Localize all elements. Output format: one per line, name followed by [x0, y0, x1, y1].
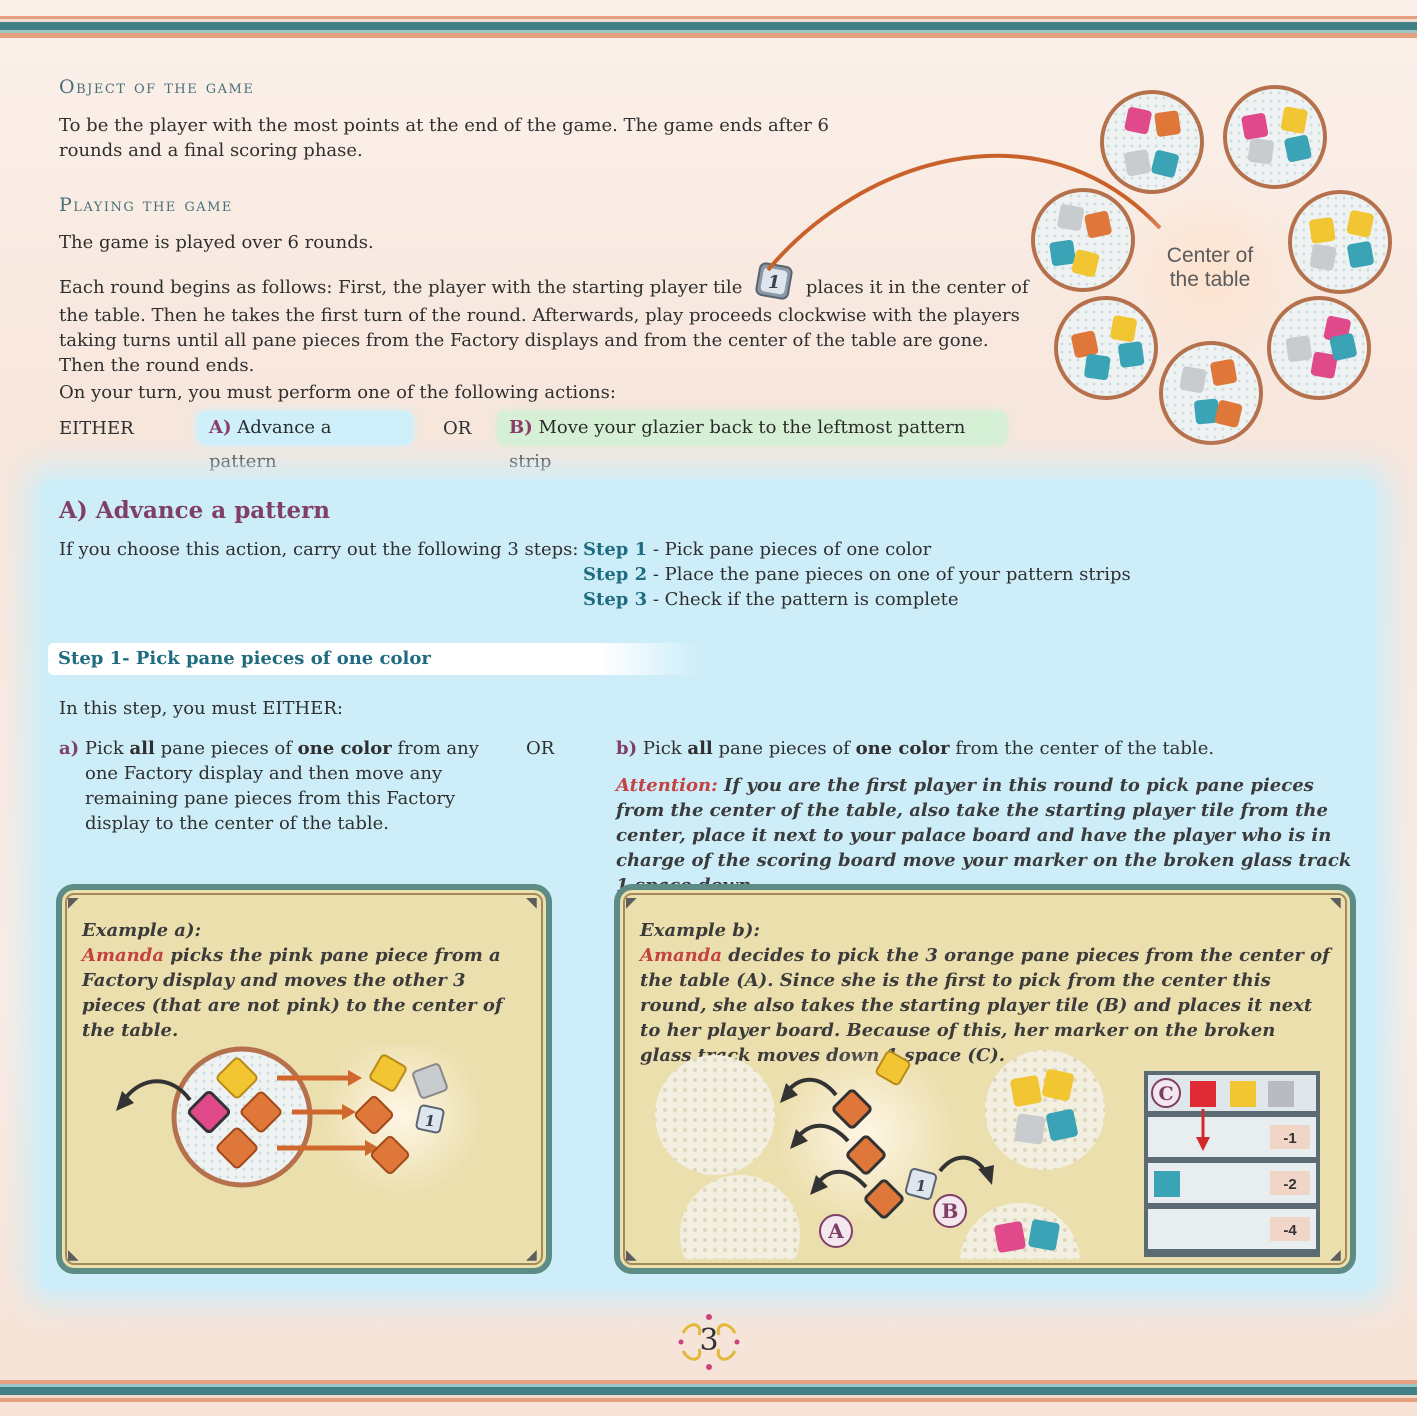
- corner-ornament-icon: ◣: [626, 1247, 637, 1263]
- factory-display-1: [1100, 90, 1204, 194]
- corner-ornament-icon: ◢: [1330, 1247, 1341, 1263]
- track-value-2: -2: [1283, 1176, 1296, 1193]
- marker-c: C: [1158, 1083, 1173, 1105]
- example-b-player-name: Amanda: [640, 945, 723, 966]
- corner-ornament-icon: ◤: [68, 895, 79, 911]
- option-b-label: B): [509, 417, 533, 438]
- playing-p2-post: places it in the center of the table. Th…: [59, 277, 1029, 351]
- factory-display-3: [1031, 188, 1135, 292]
- factory-display-2: [1223, 85, 1327, 189]
- track-value-3: -4: [1283, 1222, 1297, 1239]
- object-text: To be the player with the most points at…: [59, 115, 830, 161]
- example-a-text: Example a): Amanda picks the pink pane p…: [82, 918, 532, 1043]
- playing-p2-pre: Each round begins as follows: First, the…: [59, 277, 743, 298]
- svg-text:1: 1: [916, 1177, 926, 1195]
- steps-list: Step 1 - Pick pane pieces of one color S…: [583, 537, 1131, 612]
- step1-bar: Step 1- Pick pane pieces of one color: [48, 643, 698, 675]
- factory-display-4: [1288, 190, 1392, 294]
- corner-ornament-icon: ◥: [526, 895, 537, 911]
- object-heading: Object of the game: [59, 76, 255, 98]
- example-a-box: ◤ ◥ ◣ ◢ Example a): Amanda picks the pin…: [56, 884, 552, 1274]
- factory-display-6: [1267, 296, 1371, 400]
- step-item-1: Step 1 - Pick pane pieces of one color: [583, 539, 932, 560]
- must-text: In this step, you must EITHER:: [59, 698, 343, 719]
- example-b-title: Example b):: [640, 920, 761, 941]
- corner-ornament-icon: ◤: [626, 895, 637, 911]
- example-a-illustration: 1: [116, 1045, 482, 1195]
- marker-a: A: [827, 1219, 844, 1243]
- factory-displays-illustration: Center of the table: [766, 85, 1392, 445]
- step1-bar-label: Step 1- Pick pane pieces of one color: [58, 648, 431, 669]
- factory-display-5: [1054, 296, 1158, 400]
- starting-player-tile-icon: 1: [752, 262, 796, 303]
- page-number-ornament: 3: [677, 1313, 741, 1371]
- factory-display: [171, 1046, 313, 1188]
- center-label-2: the table: [1170, 268, 1251, 291]
- option-b-pill: B) Move your glazier back to the leftmos…: [497, 411, 1007, 472]
- step-item-2: Step 2 - Place the pane pieces on one of…: [583, 564, 1131, 585]
- option-a-paragraph: a) Pick all pane pieces of one color fro…: [59, 738, 479, 834]
- step-item-3: Step 3 - Check if the pattern is complet…: [583, 589, 959, 610]
- center-glow: [1115, 180, 1305, 370]
- example-b-text: Example b): Amanda decides to pick the 3…: [640, 920, 1330, 1066]
- pink-piece: [187, 1090, 231, 1134]
- example-b-box: ◤ ◥ ◣ ◢ Example b): Amanda decides to pi…: [614, 884, 1356, 1274]
- playing-p3: On your turn, you must perform one of th…: [59, 382, 616, 403]
- bottom-border-band: [0, 1380, 1417, 1402]
- svg-text:1: 1: [425, 1112, 435, 1130]
- playing-p2: Each round begins as follows: First, the…: [59, 262, 1029, 378]
- section-a-intro: If you choose this action, carry out the…: [59, 539, 579, 560]
- marker-b: B: [942, 1199, 959, 1223]
- example-a-title: Example a):: [82, 920, 202, 941]
- option-b-text: Move your glazier back to the leftmost p…: [509, 417, 966, 472]
- option-a-label: A): [209, 417, 232, 438]
- page-number: 3: [699, 1323, 719, 1358]
- or-label-2: OR: [526, 738, 555, 759]
- example-b-illustration: 1 A B C -1 -2: [655, 1045, 1320, 1259]
- either-label: EITHER: [59, 418, 134, 439]
- playing-p1: The game is played over 6 rounds.: [59, 232, 374, 253]
- option-a-text: Advance a pattern: [209, 417, 332, 472]
- corner-ornament-icon: ◥: [1330, 895, 1341, 911]
- or-label: OR: [443, 418, 472, 439]
- example-a-player-name: Amanda: [82, 945, 165, 966]
- center-label-1: Center of: [1167, 244, 1254, 267]
- svg-text:1: 1: [768, 272, 781, 293]
- corner-ornament-icon: ◢: [526, 1247, 537, 1263]
- curved-arrow: [766, 153, 1162, 272]
- option-b-paragraph: b) Pick all pane pieces of one color fro…: [616, 738, 1215, 759]
- attention-paragraph: Attention: If you are the first player i…: [616, 775, 1352, 896]
- top-border-band: [0, 16, 1417, 38]
- track-value-1: -1: [1283, 1130, 1296, 1147]
- playing-heading: Playing the game: [59, 194, 233, 216]
- section-a-title: A) Advance a pattern: [59, 497, 330, 524]
- broken-glass-track: C -1 -2 -4: [1144, 1071, 1320, 1257]
- option-a-pill: A) Advance a pattern: [197, 411, 413, 472]
- factory-display-7: [1159, 341, 1263, 445]
- playing-p2-end: Then the round ends.: [59, 355, 255, 376]
- corner-ornament-icon: ◣: [68, 1247, 79, 1263]
